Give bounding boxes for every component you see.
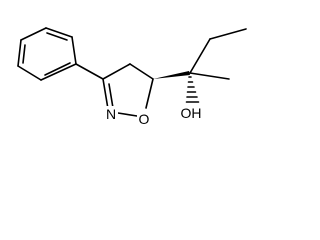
bond-o-n	[117, 112, 138, 117]
bond-ethyl-methyl	[209, 28, 247, 40]
bond-cq-methyl	[189, 72, 230, 80]
o-label-bg	[137, 111, 151, 127]
bond-ph-1	[71, 36, 77, 65]
hydroxyl-label: OH	[181, 105, 202, 121]
bond-c3-c4	[102, 63, 131, 80]
bond-ph-2	[45, 27, 73, 38]
bond-ph-double-1	[46, 32, 68, 41]
side-chain	[189, 28, 247, 80]
molecule-structure: N O OH	[17, 27, 247, 127]
bond-c4-c5	[129, 63, 154, 80]
bond-ph-c3	[75, 63, 104, 80]
wedge-bond-c5	[153, 71, 190, 79]
hashed-wedge-oh	[185, 76, 200, 103]
bond-ph-5	[17, 65, 42, 81]
bond-ph-double-3	[44, 62, 71, 76]
n-label-bg	[104, 106, 118, 122]
bond-ph-6	[40, 63, 77, 81]
phenyl-ring	[17, 27, 77, 81]
bond-cq-ethyl	[189, 38, 211, 74]
ring-oxygen-label: O	[139, 111, 150, 127]
bond-ph-4	[17, 39, 22, 67]
isoxazoline-ring	[102, 63, 154, 117]
bond-c5-o	[145, 78, 154, 109]
bond-c3-n-double	[108, 83, 114, 109]
oh-label-bg	[178, 105, 204, 121]
bond-ph-double-2	[22, 44, 26, 64]
bond-n-c3	[102, 78, 109, 110]
nitrogen-label: N	[106, 106, 116, 122]
bond-ph-3	[20, 27, 47, 41]
